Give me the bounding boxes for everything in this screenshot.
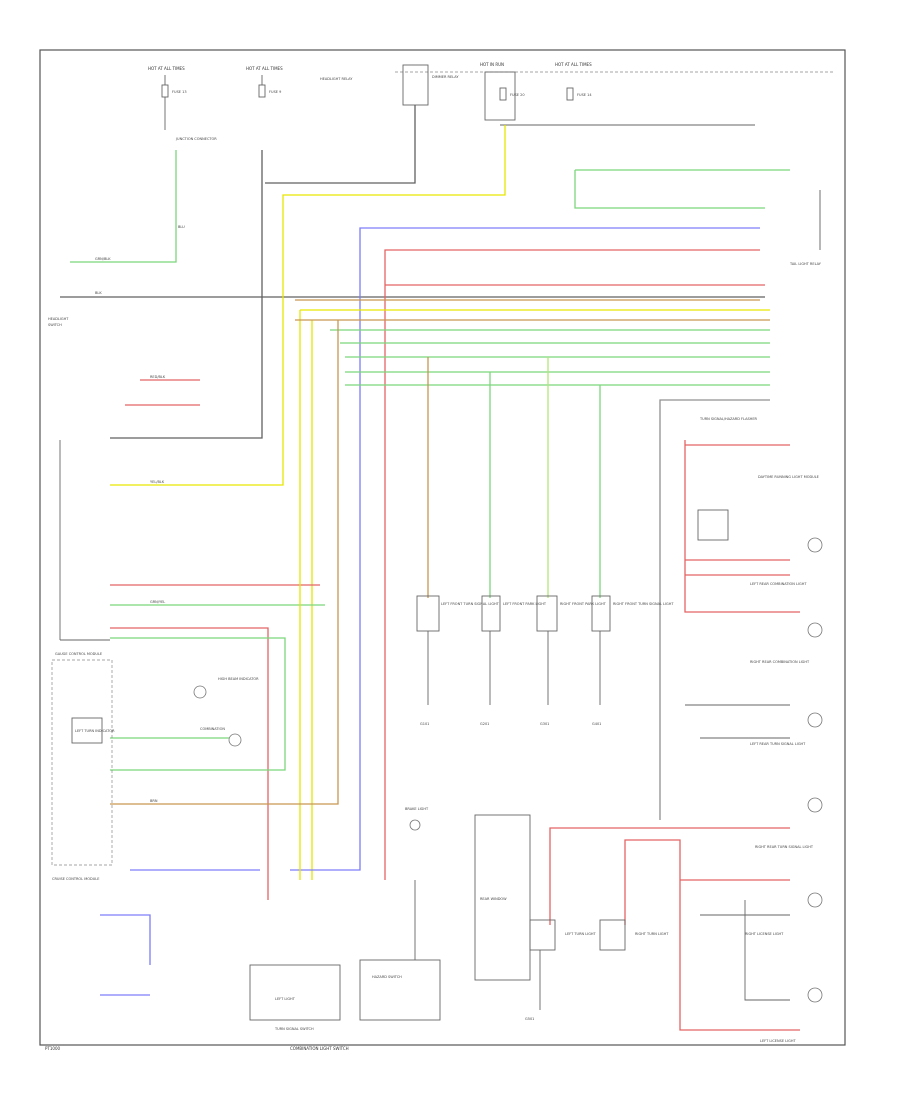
svg-text:RIGHT REAR TURN SIGNAL LIGHT: RIGHT REAR TURN SIGNAL LIGHT (755, 845, 814, 849)
footer-left: PT1000 (45, 1046, 60, 1051)
fuse-block-4: HOT AT ALL TIMES FUSE 14 (555, 62, 592, 101)
wire-yel-1 (110, 125, 506, 486)
hot-label-4: HOT AT ALL TIMES (555, 62, 592, 67)
left-rear-combo-light: LEFT REAR COMBINATION LIGHT (750, 582, 823, 638)
svg-text:RIGHT FRONT TURN SIGNAL LIGHT: RIGHT FRONT TURN SIGNAL LIGHT (613, 602, 674, 606)
svg-text:REAR WINDOW: REAR WINDOW (480, 897, 507, 901)
svg-text:LEFT FRONT PARK LIGHT: LEFT FRONT PARK LIGHT (503, 602, 547, 606)
wire-red-1 (384, 249, 760, 880)
wire-blu-1 (290, 227, 760, 871)
license-lights: RIGHT LICENSE LIGHT LEFT LICENSE LIGHT (700, 900, 823, 1043)
turn-signal-switch-label: TURN SIGNAL SWITCH (274, 1027, 314, 1031)
svg-text:SWITCH: SWITCH (48, 323, 62, 327)
wire-red-bottom-2 (624, 839, 800, 1031)
hot-label-3: HOT IN RUN (480, 62, 504, 67)
svg-text:LEFT TURN LIGHT: LEFT TURN LIGHT (565, 932, 597, 936)
svg-text:G201: G201 (480, 722, 489, 726)
svg-text:HIGH BEAM INDICATOR: HIGH BEAM INDICATOR (218, 677, 259, 681)
fuse-label-1: FUSE 13 (172, 90, 187, 94)
svg-text:RIGHT REAR COMBINATION LIGHT: RIGHT REAR COMBINATION LIGHT (750, 660, 810, 664)
wire-gry-1 (659, 399, 770, 820)
footer-center: COMBINATION LIGHT SWITCH (290, 1046, 349, 1051)
fuse-label-3: FUSE 20 (510, 93, 525, 97)
svg-text:RED/BLK: RED/BLK (150, 375, 166, 379)
wire-grn-5 (110, 637, 286, 771)
cruise-module-label: CRUISE CONTROL MODULE (52, 877, 99, 881)
wire-blk-headlight (110, 150, 263, 439)
front-light-rf-park: RIGHT FRONT PARK LIGHT G301 (536, 595, 607, 726)
wire-red-bottom-1 (549, 827, 790, 925)
svg-text:COMBINATION: COMBINATION (200, 727, 225, 731)
svg-text:GRN/BLK: GRN/BLK (95, 257, 111, 261)
svg-text:G101: G101 (420, 722, 429, 726)
fuse-block-3: HOT IN RUN FUSE 20 (480, 62, 525, 121)
svg-text:LEFT TURN INDICATOR: LEFT TURN INDICATOR (75, 729, 115, 733)
wire-brn-4 (110, 320, 339, 805)
right-rear-combo-light: RIGHT REAR COMBINATION LIGHT (685, 660, 823, 728)
headlight-relay-label: HEADLIGHT RELAY (320, 77, 353, 81)
diagram-frame (39, 49, 846, 1046)
svg-text:G301: G301 (540, 722, 549, 726)
svg-text:RIGHT TURN LIGHT: RIGHT TURN LIGHT (635, 932, 669, 936)
high-beam-indicator: HIGH BEAM INDICATOR COMBINATION (193, 677, 259, 747)
svg-text:DAYTIME RUNNING LIGHT MODULE: DAYTIME RUNNING LIGHT MODULE (758, 475, 819, 479)
tail-light-relay-label: TAIL LIGHT RELAY (789, 262, 822, 266)
svg-text:LEFT LIGHT: LEFT LIGHT (275, 997, 296, 1001)
svg-text:BRAKE LIGHT: BRAKE LIGHT (405, 807, 429, 811)
hot-label-2: HOT AT ALL TIMES (246, 66, 283, 71)
svg-text:LEFT REAR COMBINATION LIGHT: LEFT REAR COMBINATION LIGHT (750, 582, 807, 586)
fuse-label-2: FUSE 9 (269, 90, 281, 94)
gauge-control-module: GAUGE CONTROL MODULE LEFT TURN INDICATOR… (51, 652, 115, 881)
fuse-block-2: HOT AT ALL TIMES FUSE 9 (246, 66, 283, 98)
wire-red-4 (110, 627, 269, 900)
dimmer-relay-label: DIMMER RELAY (432, 75, 459, 79)
gauge-module-label: GAUGE CONTROL MODULE (55, 652, 102, 656)
svg-text:LEFT LICENSE LIGHT: LEFT LICENSE LIGHT (760, 1039, 796, 1043)
turn-signal-hazard-label: TURN SIGNAL/HAZARD FLASHER (699, 417, 758, 421)
svg-text:GRN/YEL: GRN/YEL (150, 600, 165, 604)
front-light-rf-turn: RIGHT FRONT TURN SIGNAL LIGHT G401 (591, 595, 674, 726)
svg-text:RIGHT LICENSE LIGHT: RIGHT LICENSE LIGHT (745, 932, 784, 936)
wire-red-right (684, 440, 800, 613)
hot-label-1: HOT AT ALL TIMES (148, 66, 185, 71)
left-rear-turn-light: LEFT REAR TURN SIGNAL LIGHT (700, 737, 823, 813)
turn-signal-switch: LEFT LIGHT TURN SIGNAL SWITCH (249, 964, 341, 1031)
front-light-lf-park: LEFT FRONT PARK LIGHT G201 (480, 595, 547, 726)
svg-text:HAZARD SWITCH: HAZARD SWITCH (372, 975, 402, 979)
svg-text:G501: G501 (525, 1017, 534, 1021)
svg-text:BLU: BLU (178, 225, 185, 229)
junction-connector-label: JUNCTION CONNECTOR (175, 137, 217, 141)
fuse-block-1: HOT AT ALL TIMES FUSE 13 (148, 66, 187, 98)
svg-text:LEFT FRONT TURN SIGNAL LIGHT: LEFT FRONT TURN SIGNAL LIGHT (441, 602, 500, 606)
svg-text:YEL/BLK: YEL/BLK (150, 480, 165, 484)
wire-blk-relay (265, 105, 416, 184)
wire-grn-fuse1 (70, 150, 177, 263)
combination-switch: HEADLIGHT SWITCH (48, 317, 110, 641)
wire-blu-3 (100, 914, 151, 965)
junction-connector: JUNCTION CONNECTOR (164, 97, 217, 141)
svg-text:BLK: BLK (95, 291, 102, 295)
dimmer-relay: DIMMER RELAY HEADLIGHT RELAY (320, 64, 459, 106)
svg-text:RIGHT FRONT PARK LIGHT: RIGHT FRONT PARK LIGHT (560, 602, 607, 606)
fuse-label-4: FUSE 14 (577, 93, 592, 97)
front-light-lf-turn: LEFT FRONT TURN SIGNAL LIGHT G101 (416, 595, 500, 726)
right-rear-turn-light: RIGHT REAR TURN SIGNAL LIGHT (755, 845, 823, 908)
svg-text:G401: G401 (592, 722, 601, 726)
hazard-switch: HAZARD SWITCH BRAKE LIGHT (359, 807, 441, 1021)
rear-turn-lights-bottom: LEFT TURN LIGHT RIGHT TURN LIGHT G501 RE… (474, 814, 669, 1021)
svg-text:BRN: BRN (150, 799, 158, 803)
daytime-running-module: DAYTIME RUNNING LIGHT MODULE (697, 475, 823, 553)
svg-text:LEFT REAR TURN SIGNAL LIGHT: LEFT REAR TURN SIGNAL LIGHT (750, 742, 806, 746)
svg-text:HEADLIGHT: HEADLIGHT (48, 317, 69, 321)
wire-grn-2 (574, 170, 765, 209)
